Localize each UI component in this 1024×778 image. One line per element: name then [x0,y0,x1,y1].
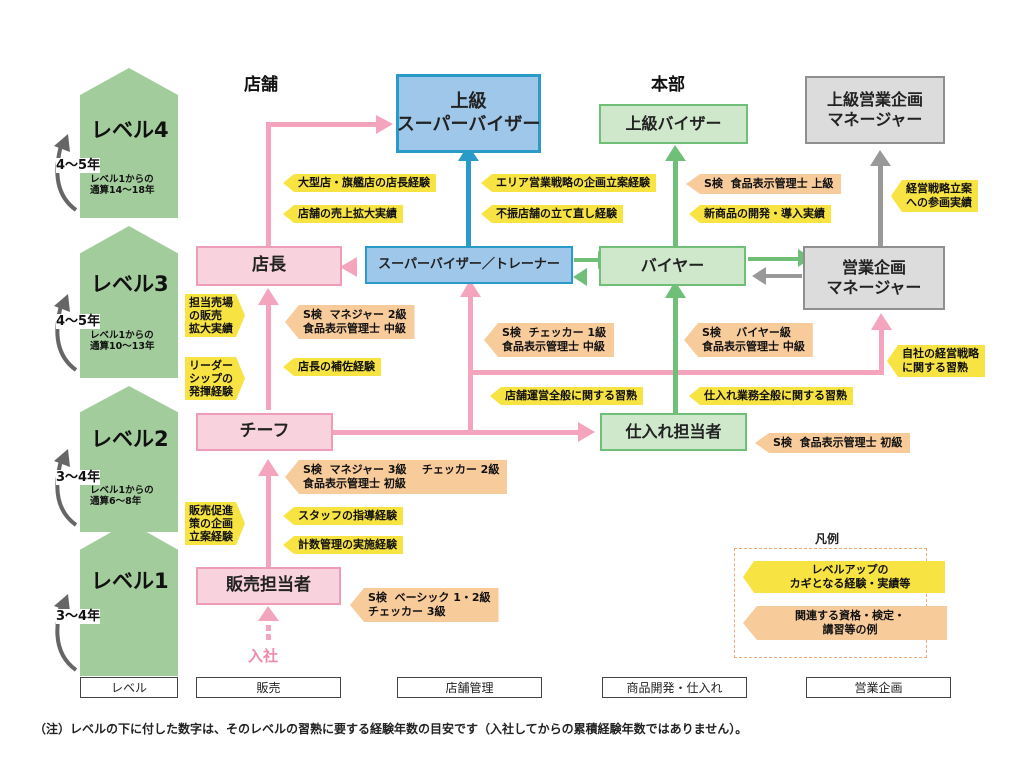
connector-planning-up-gray [878,160,883,246]
connector-planning-buyer [762,274,802,278]
tag-area-strategy: エリア営業戦略の企画立案経験 [481,174,656,192]
tag-store-sales-growth: 店舗の売上拡大実績 [283,205,403,223]
qual-sales-staff: S検 ベーシック 1・2級 チェッカー 3級 [350,588,499,622]
footer-level: レベル [80,677,178,698]
level-4-note: レベル1からの 通算14〜18年 [90,174,155,196]
legend-experience-sample: レベルアップの カギとなる経験・実績等 [743,561,945,593]
tag-new-product: 新商品の開発・導入実績 [689,205,831,223]
level-1-label: レベル1 [91,569,169,593]
tag-assist-manager: 店長の補佐経験 [283,358,381,376]
connector-chief-to-purchasing [333,430,581,435]
footer-store-management: 店舗管理 [397,677,542,698]
qual-purchasing: S検 食品表示管理士 初級 [755,433,911,453]
tag-floor-sales-growth: 担当売場 の販売 拡大実績 [185,294,245,337]
connector-manager-to-sv [266,122,376,127]
legend-qualification-sample: 関連する資格・検定・ 講習等の例 [743,606,947,640]
connector-manager-up [266,122,271,246]
level-3-years: 4〜5年 [56,314,101,329]
footnote: （注）レベルの下に付した数字は、そのレベルの習熟に要する経験年数の目安です（入社… [34,722,748,736]
footer-sales: 販売 [196,677,341,698]
connector-sales-up [266,470,271,568]
senior-supervisor-box: 上級 スーパーバイザー [396,74,541,153]
connector-mid-up [468,290,473,433]
tag-turnaround: 不振店舗の立て直し経験 [481,205,623,223]
sales-staff-box: 販売担当者 [196,567,341,605]
legend-box: レベルアップの カギとなる経験・実績等 関連する資格・検定・ 講習等の例 [734,548,947,658]
level-2-years: 3〜4年 [56,470,101,485]
tag-purchasing-operations: 仕入れ業務全般に関する習熟 [689,387,853,405]
level-1-arrow [80,522,178,676]
connector-planning-up [879,322,884,375]
legend-title: 凡例 [815,532,840,546]
level-1-years: 3〜4年 [56,609,101,624]
tag-strategy-planning: 経営戦略立案 への参画実績 [891,180,978,212]
level-3-label: レベル3 [91,272,169,296]
connector-chief-up [266,300,271,410]
supervisor-trainer-box: スーパーバイザー／トレーナー [365,246,573,284]
connector-buyer-planning [748,257,798,261]
footer-planning: 営業企画 [806,677,951,698]
tag-own-strategy: 自社の経営戦略 に関する習熟 [887,345,985,377]
connector-sv-up [466,153,471,246]
level-3-note: レベル1からの 通算10〜13年 [90,330,155,352]
tag-store-operations: 店舗運営全般に関する習熟 [490,387,643,405]
level-4-label: レベル4 [91,118,169,142]
hq-heading: 本部 [651,75,685,95]
store-manager-box: 店長 [196,246,342,286]
buyer-box: バイヤー [599,246,746,286]
level-3-arrow [80,226,178,378]
level-2-label: レベル2 [91,427,169,451]
tag-leadership: リーダー シップの 発揮経験 [185,357,245,400]
entry-label: 入社 [248,647,279,665]
level-2-arrow [80,386,178,532]
level-curved-arrows [54,134,78,672]
connector-entry-dashed [266,625,271,631]
senior-buyer-box: 上級バイザー [599,104,748,144]
qual-buyer: S検 バイヤー級 食品表示管理士 中級 [684,323,813,357]
qual-supervisor: S検 チェッカー 1級 食品表示管理士 中級 [484,323,615,357]
purchasing-staff-box: 仕入れ担当者 [600,413,747,451]
senior-planning-manager-box: 上級営業企画 マネージャー [805,76,945,144]
planning-manager-box: 営業企画 マネージャー [803,246,945,310]
qual-chief: S検 マネジャー 3級 チェッカー 2級 食品表示管理士 初級 [285,460,508,494]
connector-purchasing-up [673,289,678,413]
connector-buyer-up [673,153,678,246]
store-heading: 店舗 [244,75,278,95]
level-2-note: レベル1からの 通算6〜8年 [90,485,154,507]
level-4-arrow [80,68,178,218]
qual-senior-buyer: S検 食品表示管理士 上級 [686,174,842,194]
tag-promotion-planning: 販売促進 策の企画 立案経験 [185,502,245,545]
tag-large-store-experience: 大型店・旗艦店の店長経験 [283,174,436,192]
connector-sv-buyer [574,258,598,262]
level-4-years: 4〜5年 [56,158,101,173]
tag-staff-guidance: スタッフの指導経験 [283,507,403,525]
chief-box: チーフ [196,413,333,451]
footer-product-development: 商品開発・仕入れ [602,677,747,698]
connector-entry-dashed-2 [266,634,271,640]
qual-store-manager: S検 マネジャー 2級 食品表示管理士 中級 [285,305,415,339]
tag-numeric-management: 計数管理の実施経験 [283,536,403,554]
